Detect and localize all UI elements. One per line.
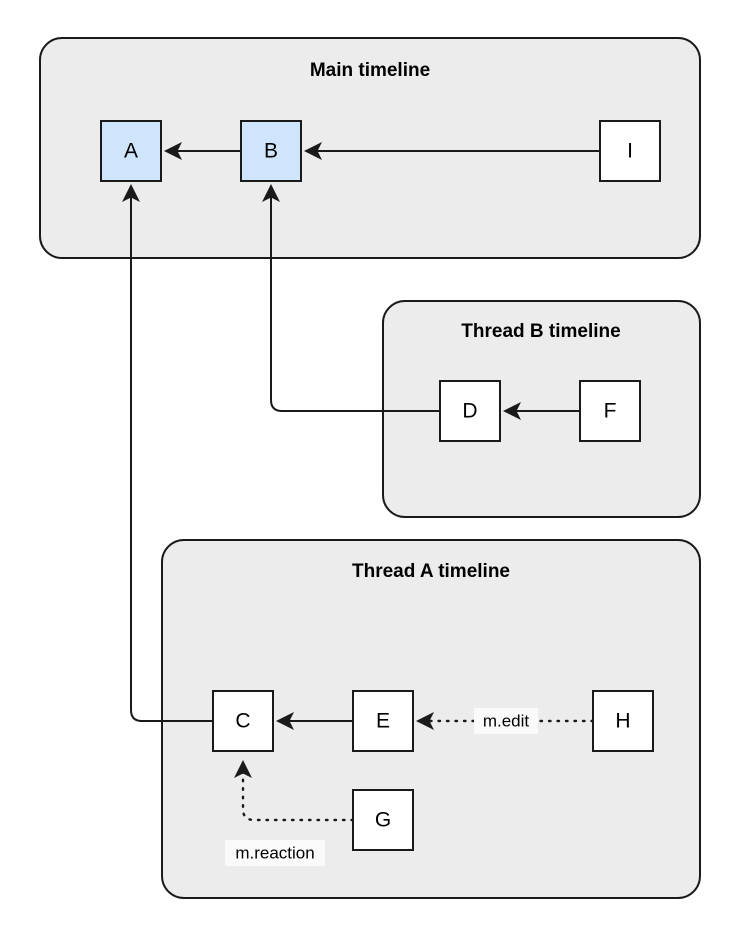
edge-label-text-H-to-E: m.edit bbox=[483, 711, 530, 730]
event-node-box-B[interactable] bbox=[240, 120, 302, 182]
event-nodes: A B I D F C E H G bbox=[100, 120, 661, 851]
timeline-group-title-main: Main timeline bbox=[310, 60, 430, 81]
event-node-box-H[interactable] bbox=[592, 690, 654, 752]
event-node-box-E[interactable] bbox=[352, 690, 414, 752]
event-node-H[interactable]: H bbox=[592, 690, 654, 752]
edge-C-to-A bbox=[122, 184, 213, 722]
timeline-group-box-main bbox=[39, 37, 701, 259]
event-node-I[interactable]: I bbox=[599, 120, 661, 182]
event-node-label-G: G bbox=[375, 809, 391, 832]
event-node-label-A: A bbox=[124, 140, 138, 163]
timeline-group-thread-b: Thread B timeline bbox=[382, 300, 701, 518]
edge-label-G-to-C: m.reaction bbox=[225, 840, 325, 866]
timeline-group-title-thread-b: Thread B timeline bbox=[461, 321, 620, 342]
event-node-label-F: F bbox=[604, 400, 617, 423]
event-node-box-G[interactable] bbox=[352, 789, 414, 851]
event-node-D[interactable]: D bbox=[439, 380, 501, 442]
event-node-box-I[interactable] bbox=[599, 120, 661, 182]
event-node-box-C[interactable] bbox=[212, 690, 274, 752]
event-node-box-A[interactable] bbox=[100, 120, 162, 182]
edge-label-text-G-to-C: m.reaction bbox=[235, 843, 314, 862]
event-node-label-B: B bbox=[264, 140, 278, 163]
event-node-box-F[interactable] bbox=[579, 380, 641, 442]
event-node-label-C: C bbox=[235, 710, 250, 733]
event-node-box-D[interactable] bbox=[439, 380, 501, 442]
edge-label-background-H-to-E bbox=[474, 708, 538, 734]
event-node-label-I: I bbox=[627, 140, 633, 163]
event-node-G[interactable]: G bbox=[352, 789, 414, 851]
edge-label-background-G-to-C bbox=[225, 840, 325, 866]
event-node-F[interactable]: F bbox=[579, 380, 641, 442]
timeline-group-main: Main timeline bbox=[39, 37, 701, 259]
event-node-E[interactable]: E bbox=[352, 690, 414, 752]
event-node-label-D: D bbox=[462, 400, 477, 423]
event-node-A[interactable]: A bbox=[100, 120, 162, 182]
event-node-C[interactable]: C bbox=[212, 690, 274, 752]
timeline-group-box-thread-b bbox=[382, 300, 701, 518]
timeline-group-title-thread-a: Thread A timeline bbox=[352, 561, 510, 582]
event-node-label-E: E bbox=[376, 710, 390, 733]
event-node-B[interactable]: B bbox=[240, 120, 302, 182]
edge-labels: m.edit m.reaction bbox=[225, 708, 538, 866]
event-node-label-H: H bbox=[615, 710, 630, 733]
edge-D-to-B bbox=[262, 184, 440, 412]
edge-label-H-to-E: m.edit bbox=[474, 708, 538, 734]
